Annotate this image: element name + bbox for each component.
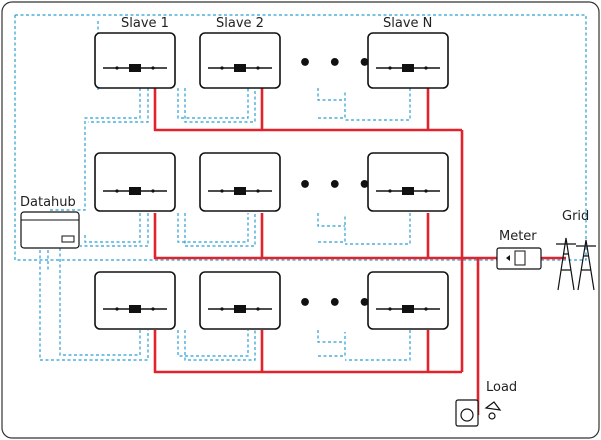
lamp-icon [484,401,502,420]
datahub-label: Datahub [20,195,76,210]
meter-label: Meter [499,229,537,244]
load-label: Load [486,380,517,395]
communication-wiring [14,14,587,361]
inverter-slave-2[interactable] [199,32,281,89]
inverter-row-3 [94,271,449,330]
inverter-row-2 [94,152,449,212]
grid-tower-icon [556,237,596,291]
ellipsis-row-1: • • • [298,51,376,76]
ellipsis-row-2: • • • [298,173,376,198]
meter-device[interactable] [496,247,542,270]
inverter-row3-2[interactable] [199,271,281,330]
slave-1-label: Slave 1 [121,16,169,31]
washing-machine-icon [455,399,479,427]
inverter-row3-1[interactable] [94,271,176,330]
ellipsis-row-3: • • • [298,291,376,316]
inverter-row2-1[interactable] [94,152,176,212]
grid-label: Grid [562,209,589,224]
inverter-row-1 [94,32,449,89]
inverter-row3-n[interactable] [367,271,449,330]
inverter-slave-1[interactable] [94,32,176,89]
inverter-row2-n[interactable] [367,152,449,212]
slave-n-label: Slave N [383,16,432,31]
inverter-row2-2[interactable] [199,152,281,212]
power-wiring [153,88,566,415]
slave-2-label: Slave 2 [216,16,264,31]
datahub-device[interactable] [20,211,80,249]
inverter-slave-n[interactable] [367,32,449,89]
